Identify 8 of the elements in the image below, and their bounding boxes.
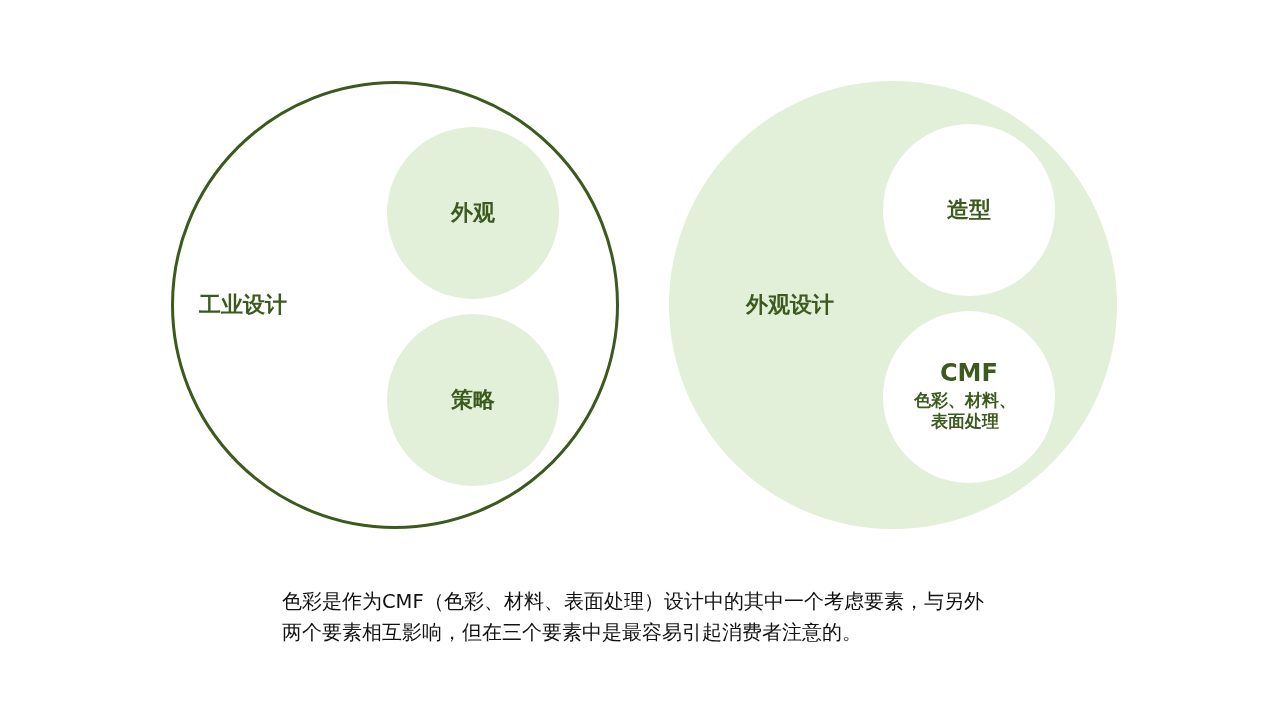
circle-title: 策略 xyxy=(451,386,495,414)
circle-title: 造型 xyxy=(947,196,991,224)
circle-title: 工业设计 xyxy=(199,291,287,319)
circle-subtitle: 色彩、材料、表面处理 xyxy=(913,390,1017,432)
circle-title: 外观设计 xyxy=(746,291,834,319)
caption: 色彩是作为CMF（色彩、材料、表面处理）设计中的其中一个考虑要素，与另外两个要素相互影响，但在三个要素中是最容易引起消费者注意的。 xyxy=(282,589,985,646)
circle-title: 外观 xyxy=(451,199,495,227)
circle-title: CMF xyxy=(940,358,998,388)
